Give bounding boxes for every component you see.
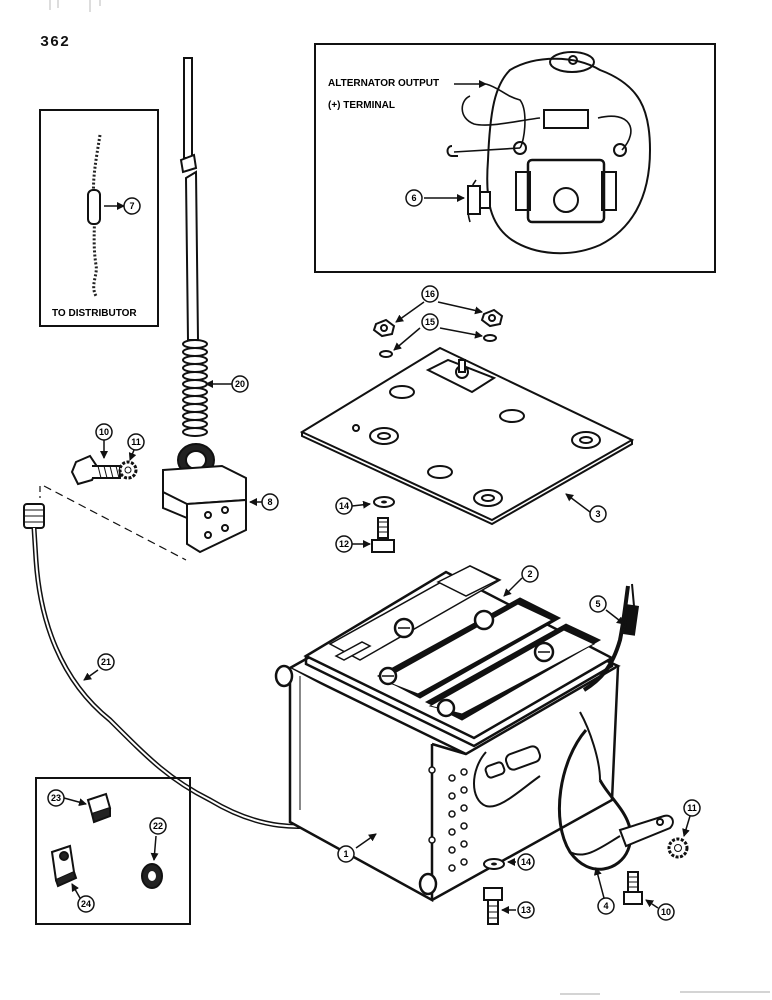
scan-marks-bottom xyxy=(560,991,770,995)
svg-text:7: 7 xyxy=(129,201,134,211)
svg-text:16: 16 xyxy=(425,289,435,299)
svg-text:11: 11 xyxy=(687,803,697,813)
callout-16: 16 xyxy=(421,285,439,303)
callout-2: 2 xyxy=(521,565,539,583)
ground-strap xyxy=(569,814,674,856)
callout-1: 1 xyxy=(337,845,355,863)
scan-marks xyxy=(49,0,101,12)
bracket-bolt xyxy=(70,454,121,486)
alternator-inset: ALTERNATOR OUTPUT (+) TERMINAL xyxy=(314,43,716,273)
svg-text:11: 11 xyxy=(131,437,141,447)
svg-text:10: 10 xyxy=(661,907,671,917)
svg-text:10: 10 xyxy=(99,427,109,437)
alternator-label-line2: (+) TERMINAL xyxy=(328,100,395,111)
strap-bolt xyxy=(623,871,643,905)
callout-3: 3 xyxy=(589,505,607,523)
antenna-spring xyxy=(182,339,208,437)
leader-lines xyxy=(355,577,691,914)
callout-14-lower: 14 xyxy=(517,853,535,871)
svg-text:1: 1 xyxy=(343,849,348,859)
hardware-inset xyxy=(35,777,191,925)
clip-23 xyxy=(86,792,112,824)
callout-4: 4 xyxy=(597,897,615,915)
plate-lock-washers xyxy=(379,334,497,358)
unit-bolt xyxy=(483,887,503,925)
distributor-caption: TO DISTRIBUTOR xyxy=(52,308,137,319)
svg-text:13: 13 xyxy=(521,905,531,915)
grommet-22 xyxy=(141,863,163,889)
svg-text:14: 14 xyxy=(339,501,349,511)
mounting-plate xyxy=(299,346,635,526)
svg-text:22: 22 xyxy=(153,821,163,831)
callout-23: 23 xyxy=(47,789,65,807)
callout-6: 6 xyxy=(405,189,423,207)
page-number: 362 xyxy=(40,34,71,51)
plate-flat-washer xyxy=(373,496,395,508)
callout-12: 12 xyxy=(335,535,353,553)
plate-bolt xyxy=(371,517,395,553)
svg-text:21: 21 xyxy=(101,657,111,667)
svg-text:14: 14 xyxy=(521,857,531,867)
callout-10-upper: 10 xyxy=(95,423,113,441)
callout-7: 7 xyxy=(123,197,141,215)
alternator-connector xyxy=(446,145,491,215)
callout-11-upper: 11 xyxy=(127,433,145,451)
radio-mounting-tray xyxy=(303,565,615,748)
callout-11-lower: 11 xyxy=(683,799,701,817)
callout-21: 21 xyxy=(97,653,115,671)
distributor-inset: TO DISTRIBUTOR xyxy=(39,109,159,327)
power-lead xyxy=(622,583,640,636)
callout-5: 5 xyxy=(589,595,607,613)
alternator-label-line1: ALTERNATOR OUTPUT xyxy=(328,78,439,89)
inline-fuse-holder xyxy=(484,745,542,779)
bracket-lock-washer xyxy=(118,460,138,480)
svg-text:23: 23 xyxy=(51,793,61,803)
antenna-mount-bracket xyxy=(162,464,247,554)
suppressor-resistor xyxy=(87,189,101,225)
callout-24: 24 xyxy=(77,895,95,913)
cable-clamp-24 xyxy=(50,844,78,888)
callout-10-lower: 10 xyxy=(657,903,675,921)
svg-text:3: 3 xyxy=(595,509,600,519)
strap-lock-washer xyxy=(667,837,689,859)
dashed-connection-line xyxy=(43,485,187,561)
callout-8: 8 xyxy=(261,493,279,511)
callout-14-upper: 14 xyxy=(335,497,353,515)
svg-text:15: 15 xyxy=(425,317,435,327)
unit-flat-washer xyxy=(483,858,505,870)
svg-text:24: 24 xyxy=(81,899,91,909)
callout-20: 20 xyxy=(231,375,249,393)
plate-nuts xyxy=(372,308,504,338)
svg-text:4: 4 xyxy=(603,901,608,911)
alternator-housing xyxy=(486,51,652,255)
svg-text:2: 2 xyxy=(527,569,532,579)
svg-text:6: 6 xyxy=(411,193,416,203)
svg-text:20: 20 xyxy=(235,379,245,389)
svg-text:5: 5 xyxy=(595,599,600,609)
callout-15: 15 xyxy=(421,313,439,331)
svg-text:8: 8 xyxy=(267,497,272,507)
callout-13: 13 xyxy=(517,901,535,919)
svg-text:12: 12 xyxy=(339,539,349,549)
callouts: 7 6 16 15 20 10 11 8 14 3 12 2 5 21 23 1… xyxy=(47,189,701,921)
antenna xyxy=(177,57,215,477)
callout-22: 22 xyxy=(149,817,167,835)
